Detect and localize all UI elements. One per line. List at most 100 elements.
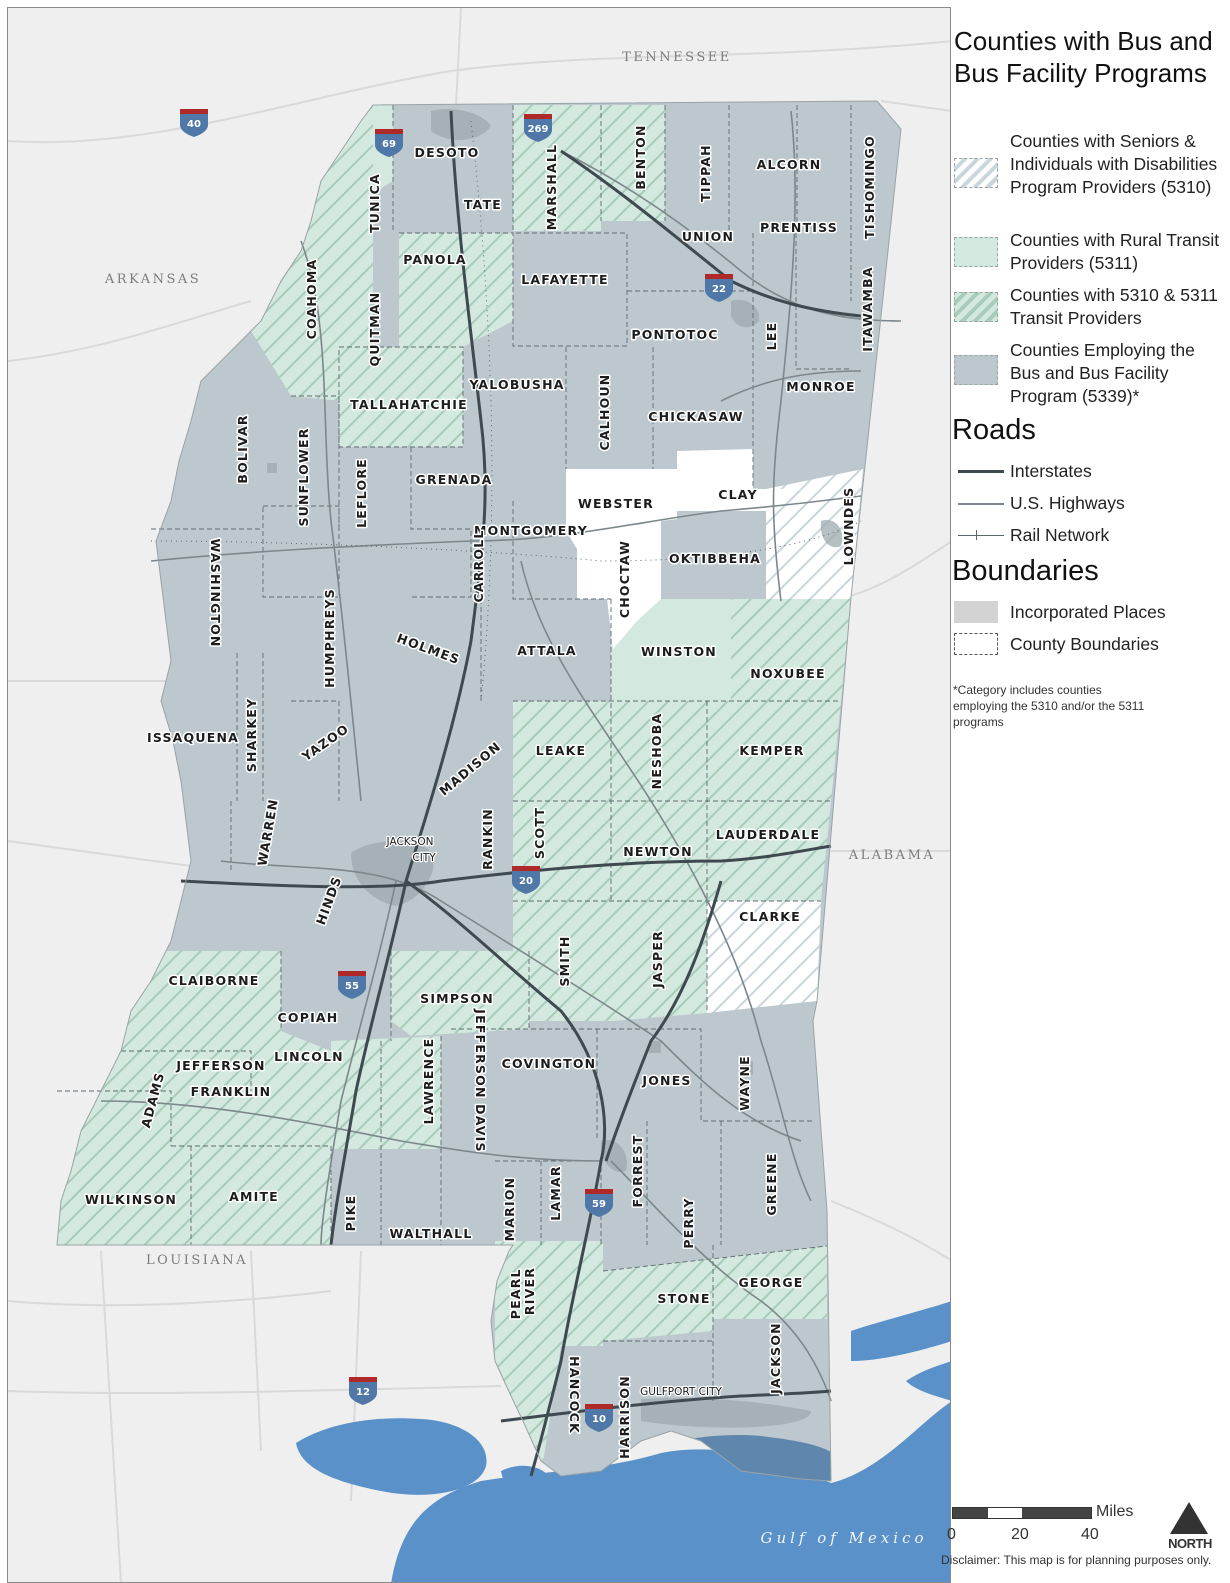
scale-tick-0: 0 <box>947 1526 956 1543</box>
svg-text:12: 12 <box>356 1387 370 1398</box>
legend-heading-roads: Roads <box>952 414 1036 446</box>
county-label-monroe: MONROE <box>786 379 856 394</box>
county-label-jefferson-davis: JEFFERSON DAVIS <box>473 1008 488 1152</box>
county-area-tallahatchie <box>339 347 463 447</box>
legend-item-5339: Counties Employing the Bus and Bus Facil… <box>954 339 1228 411</box>
legend-swatch-5339 <box>954 355 998 385</box>
legend-label-5339: Counties Employing the Bus and Bus Facil… <box>1010 340 1195 406</box>
interstate-269-shield: 269 <box>524 114 552 142</box>
legend-line-rail <box>958 535 1004 536</box>
county-label-lee: LEE <box>764 322 779 351</box>
county-label-panola: PANOLA <box>403 252 467 267</box>
county-label-perry: PERRY <box>681 1197 696 1248</box>
county-label-oktibbeha: OKTIBBEHA <box>669 551 761 566</box>
us-highways <box>100 110 902 1402</box>
interstate-40-shield: 40 <box>180 109 208 137</box>
county-label-lauderdale: LAUDERDALE <box>716 827 821 842</box>
county-label-issaquena: ISSAQUENA <box>147 730 239 745</box>
county-area-winston <box>611 599 731 701</box>
county-label-sunflower: SUNFLOWER <box>296 427 311 526</box>
svg-text:22: 22 <box>712 284 726 295</box>
county-label-webster: WEBSTER <box>578 496 654 511</box>
pearl-river-line-1: PEARL <box>508 1268 523 1319</box>
county-label-attala: ATTALA <box>517 643 577 658</box>
disclaimer: Disclaimer: This map is for planning pur… <box>941 1553 1212 1567</box>
interstate-12-shield: 12 <box>349 1377 377 1405</box>
county-label-lowndes: LOWNDES <box>841 487 856 566</box>
state-label-alabama: ALABAMA <box>848 848 936 863</box>
svg-text:55: 55 <box>345 981 359 992</box>
county-label-forrest: FORREST <box>630 1135 645 1208</box>
county-label-itawamba: ITAWAMBA <box>860 266 875 351</box>
legend-label-rail: Rail Network <box>1010 525 1110 545</box>
seniors-5310-counties[interactable] <box>707 469 863 1013</box>
county-label-tate: TATE <box>464 197 502 212</box>
county-label-grenada: GRENADA <box>415 472 492 487</box>
county-label-chickasaw: CHICKASAW <box>648 409 744 424</box>
legend-label-5311: Counties with Rural Transit Providers (5… <box>1010 230 1220 273</box>
legend-swatch-5310-5311 <box>954 292 998 322</box>
interstate-55-shield: 55 <box>338 971 366 999</box>
svg-text:40: 40 <box>187 119 201 130</box>
county-area-panola <box>399 233 513 347</box>
lake-borgne <box>501 1465 551 1495</box>
county-label-tallahatchie: TALLAHATCHIE <box>350 397 468 412</box>
county-label-jones: JONES <box>641 1073 691 1088</box>
interstate-69-shield: 69 <box>375 129 403 157</box>
legend-item-interstates: Interstates <box>954 460 1228 484</box>
svg-text:10: 10 <box>592 1414 606 1425</box>
legend-heading-boundaries: Boundaries <box>952 555 1099 587</box>
county-label-union: UNION <box>682 229 734 244</box>
county-label-copiah: COPIAH <box>278 1010 339 1025</box>
county-label-kemper: KEMPER <box>739 743 804 758</box>
legend-label-5310: Counties with Seniors & Individuals with… <box>1010 131 1218 197</box>
scale-segment-3 <box>1022 1508 1091 1518</box>
county-area-clay <box>677 449 801 511</box>
county-label-wayne: WAYNE <box>737 1055 752 1111</box>
mississippi-map[interactable]: 40 69 269 22 55 20 59 10 12 TENNESSEE AR… <box>8 8 951 1583</box>
county-label-amite: AMITE <box>229 1189 279 1204</box>
scale-bar <box>952 1507 1092 1519</box>
svg-text:59: 59 <box>592 1199 606 1210</box>
map-frame[interactable]: 40 69 269 22 55 20 59 10 12 TENNESSEE AR… <box>7 7 951 1583</box>
north-label: NORTH <box>1168 1536 1212 1551</box>
state-mississippi[interactable] <box>41 91 941 1501</box>
rail-tick <box>976 530 977 540</box>
legend-footnote: *Category includes counties employing th… <box>953 683 1145 729</box>
county-label-quitman: QUITMAN <box>367 292 382 367</box>
county-label-neshoba: NESHOBA <box>649 713 664 790</box>
interstates <box>180 110 862 1477</box>
county-label-stone: STONE <box>657 1291 710 1306</box>
scale-segment-1 <box>953 1508 988 1518</box>
county-area-stone-george <box>603 1246 827 1341</box>
legend-item-county-boundaries: County Boundaries <box>954 633 1228 661</box>
county-label-covington: COVINGTON <box>502 1056 597 1071</box>
legend-item-5310: Counties with Seniors & Individuals with… <box>954 130 1228 222</box>
county-label-greene: GREENE <box>764 1152 779 1215</box>
county-area-noxubee <box>731 599 851 701</box>
no-program-counties[interactable] <box>566 449 801 649</box>
county-label-yalobusha: YALOBUSHA <box>468 377 564 392</box>
city-labels: JACKSON CITY GULFPORT CITY <box>384 835 723 1400</box>
legend-swatch-incorporated <box>954 601 998 623</box>
county-label-jefferson: JEFFERSON <box>175 1058 265 1073</box>
county-label-wilkinson: WILKINSON <box>85 1192 177 1207</box>
interstate-shields: 40 69 269 22 55 20 59 10 12 <box>180 109 733 1432</box>
county-label-tishomingo: TISHOMINGO <box>862 135 877 239</box>
county-area-lawrence-lincoln <box>331 1036 441 1149</box>
city-label-jackson: JACKSON <box>386 836 434 848</box>
legend-item-us-highways: U.S. Highways <box>954 492 1228 516</box>
county-label-clarke: CLARKE <box>739 909 801 924</box>
county-label-lawrence: LAWRENCE <box>421 1038 436 1125</box>
legend-item-rail: Rail Network <box>954 524 1228 548</box>
county-label-choctaw: CHOCTAW <box>617 540 632 618</box>
county-area-smith-jasper <box>513 901 707 1021</box>
county-label-clay: CLAY <box>718 487 757 502</box>
county-label-bolivar: BOLIVAR <box>235 414 250 483</box>
county-label-simpson: SIMPSON <box>420 991 494 1006</box>
county-area-simpson <box>391 951 529 1036</box>
combined-5310-5311-counties[interactable] <box>57 105 851 1476</box>
county-label-walthall: WALTHALL <box>390 1226 473 1241</box>
svg-text:20: 20 <box>519 876 533 887</box>
legend-label-5310-5311: Counties with 5310 & 5311 Transit Provid… <box>1010 285 1218 328</box>
